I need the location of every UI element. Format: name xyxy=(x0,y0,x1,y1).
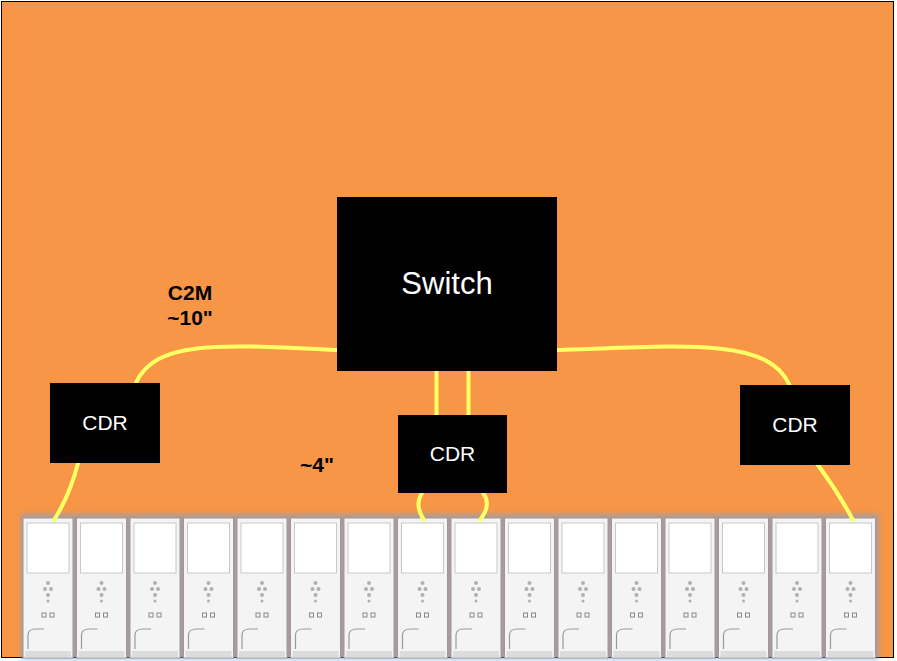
cdr-chip: CDR xyxy=(398,415,507,493)
switch-chip: Switch xyxy=(337,197,557,371)
chip-label: CDR xyxy=(772,413,818,437)
trace-length-label: ~4" xyxy=(300,452,334,477)
c2m-trace xyxy=(435,371,439,415)
c2m-trace xyxy=(136,346,337,383)
cdr-chip: CDR xyxy=(50,383,160,463)
trace-length-label: C2M ~10" xyxy=(152,280,228,330)
chip-label: CDR xyxy=(430,442,476,466)
chip-label: Switch xyxy=(401,266,492,302)
c2m-trace xyxy=(467,371,471,415)
chip-label: CDR xyxy=(82,411,128,435)
cdr-chip: CDR xyxy=(740,385,850,465)
c2m-trace xyxy=(557,347,790,385)
